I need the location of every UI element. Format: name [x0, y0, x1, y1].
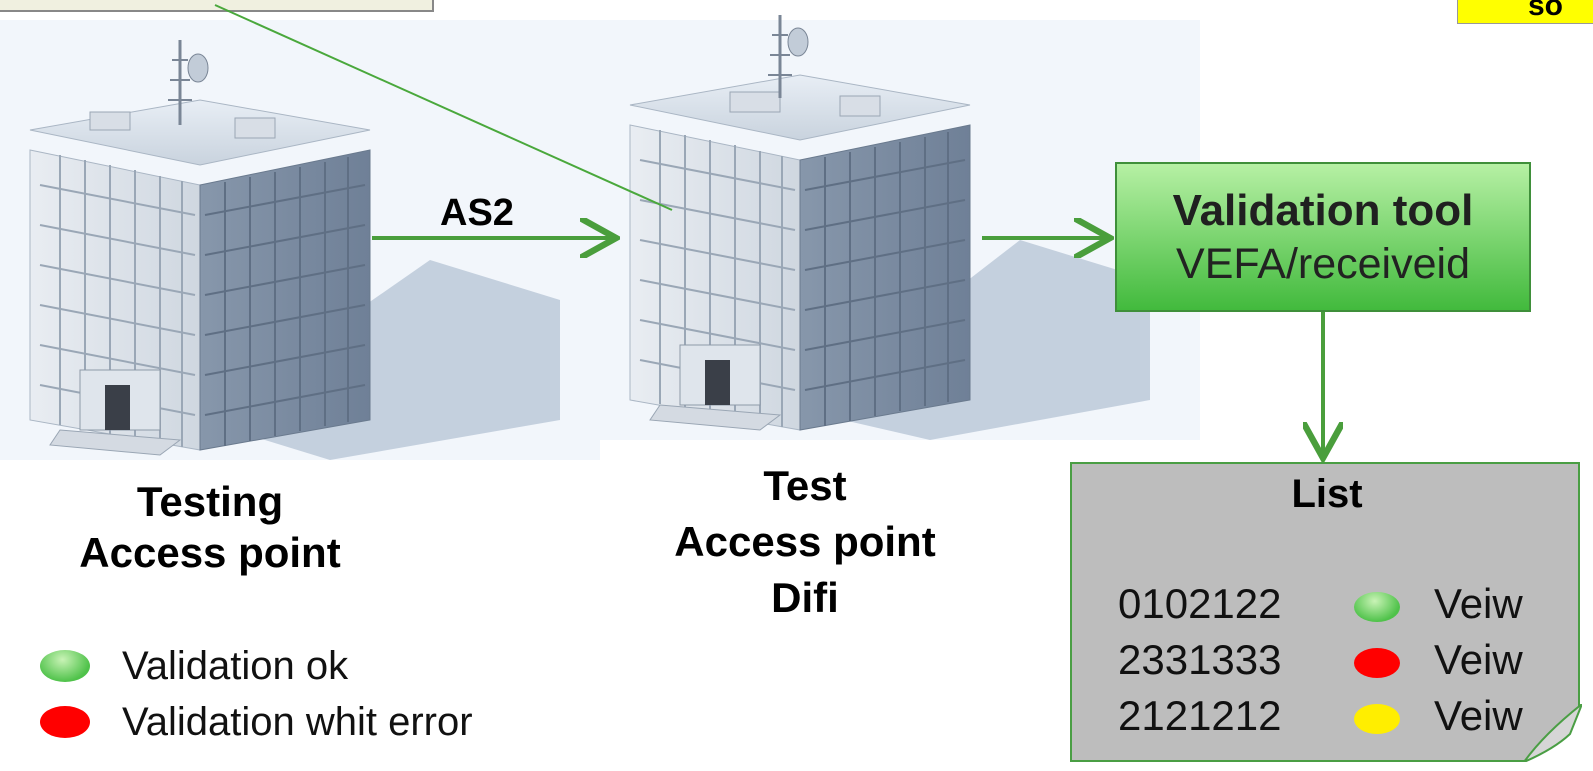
page-curl-icon: [1524, 704, 1582, 762]
callout-line: [214, 4, 673, 211]
validation-tool-title: Validation tool: [1172, 186, 1474, 235]
status-dot-green: [1354, 592, 1400, 622]
testing-label-line1: Testing: [136, 478, 284, 525]
validation-list: List 0102122 Veiw 2331333 Veiw 2121212 V…: [1070, 462, 1582, 762]
list-item: 2121212 Veiw: [1072, 692, 1582, 748]
status-dot-red: [1354, 648, 1400, 678]
list-item: 2331333 Veiw: [1072, 636, 1582, 692]
legend-dot-green: [40, 650, 90, 682]
test-label-line1: Test: [763, 462, 847, 509]
legend-label-ok: Validation ok: [122, 644, 349, 688]
list-title: List: [1291, 472, 1363, 516]
view-link[interactable]: Veiw: [1434, 692, 1523, 739]
building-middle: [600, 15, 1200, 440]
testing-label-line2: Access point: [79, 529, 341, 577]
testing-access-point-label: Testing Access point: [20, 476, 400, 578]
test-label-line3: Difi: [771, 573, 839, 621]
list-item: 0102122 Veiw: [1072, 580, 1582, 636]
view-link[interactable]: Veiw: [1434, 580, 1523, 627]
list-item-id: 0102122: [1118, 580, 1282, 627]
sticky-note: so: [1457, 0, 1593, 24]
list-item-id: 2331333: [1118, 636, 1282, 683]
test-label-line2: Access point: [674, 517, 936, 565]
list-item-id: 2121212: [1118, 692, 1282, 739]
test-access-point-label: Test Access point Difi: [615, 458, 995, 626]
validation-tool-box[interactable]: Validation tool VEFA/receiveid: [1115, 162, 1531, 312]
validation-tool-subtitle: VEFA/receiveid: [1176, 240, 1470, 288]
status-dot-yellow: [1354, 704, 1400, 734]
sticky-note-text: so: [1528, 0, 1564, 22]
legend-dot-red: [40, 706, 90, 738]
view-link[interactable]: Veiw: [1434, 636, 1523, 683]
as2-label: AS2: [440, 192, 514, 234]
legend-label-error: Validation whit error: [122, 700, 473, 744]
